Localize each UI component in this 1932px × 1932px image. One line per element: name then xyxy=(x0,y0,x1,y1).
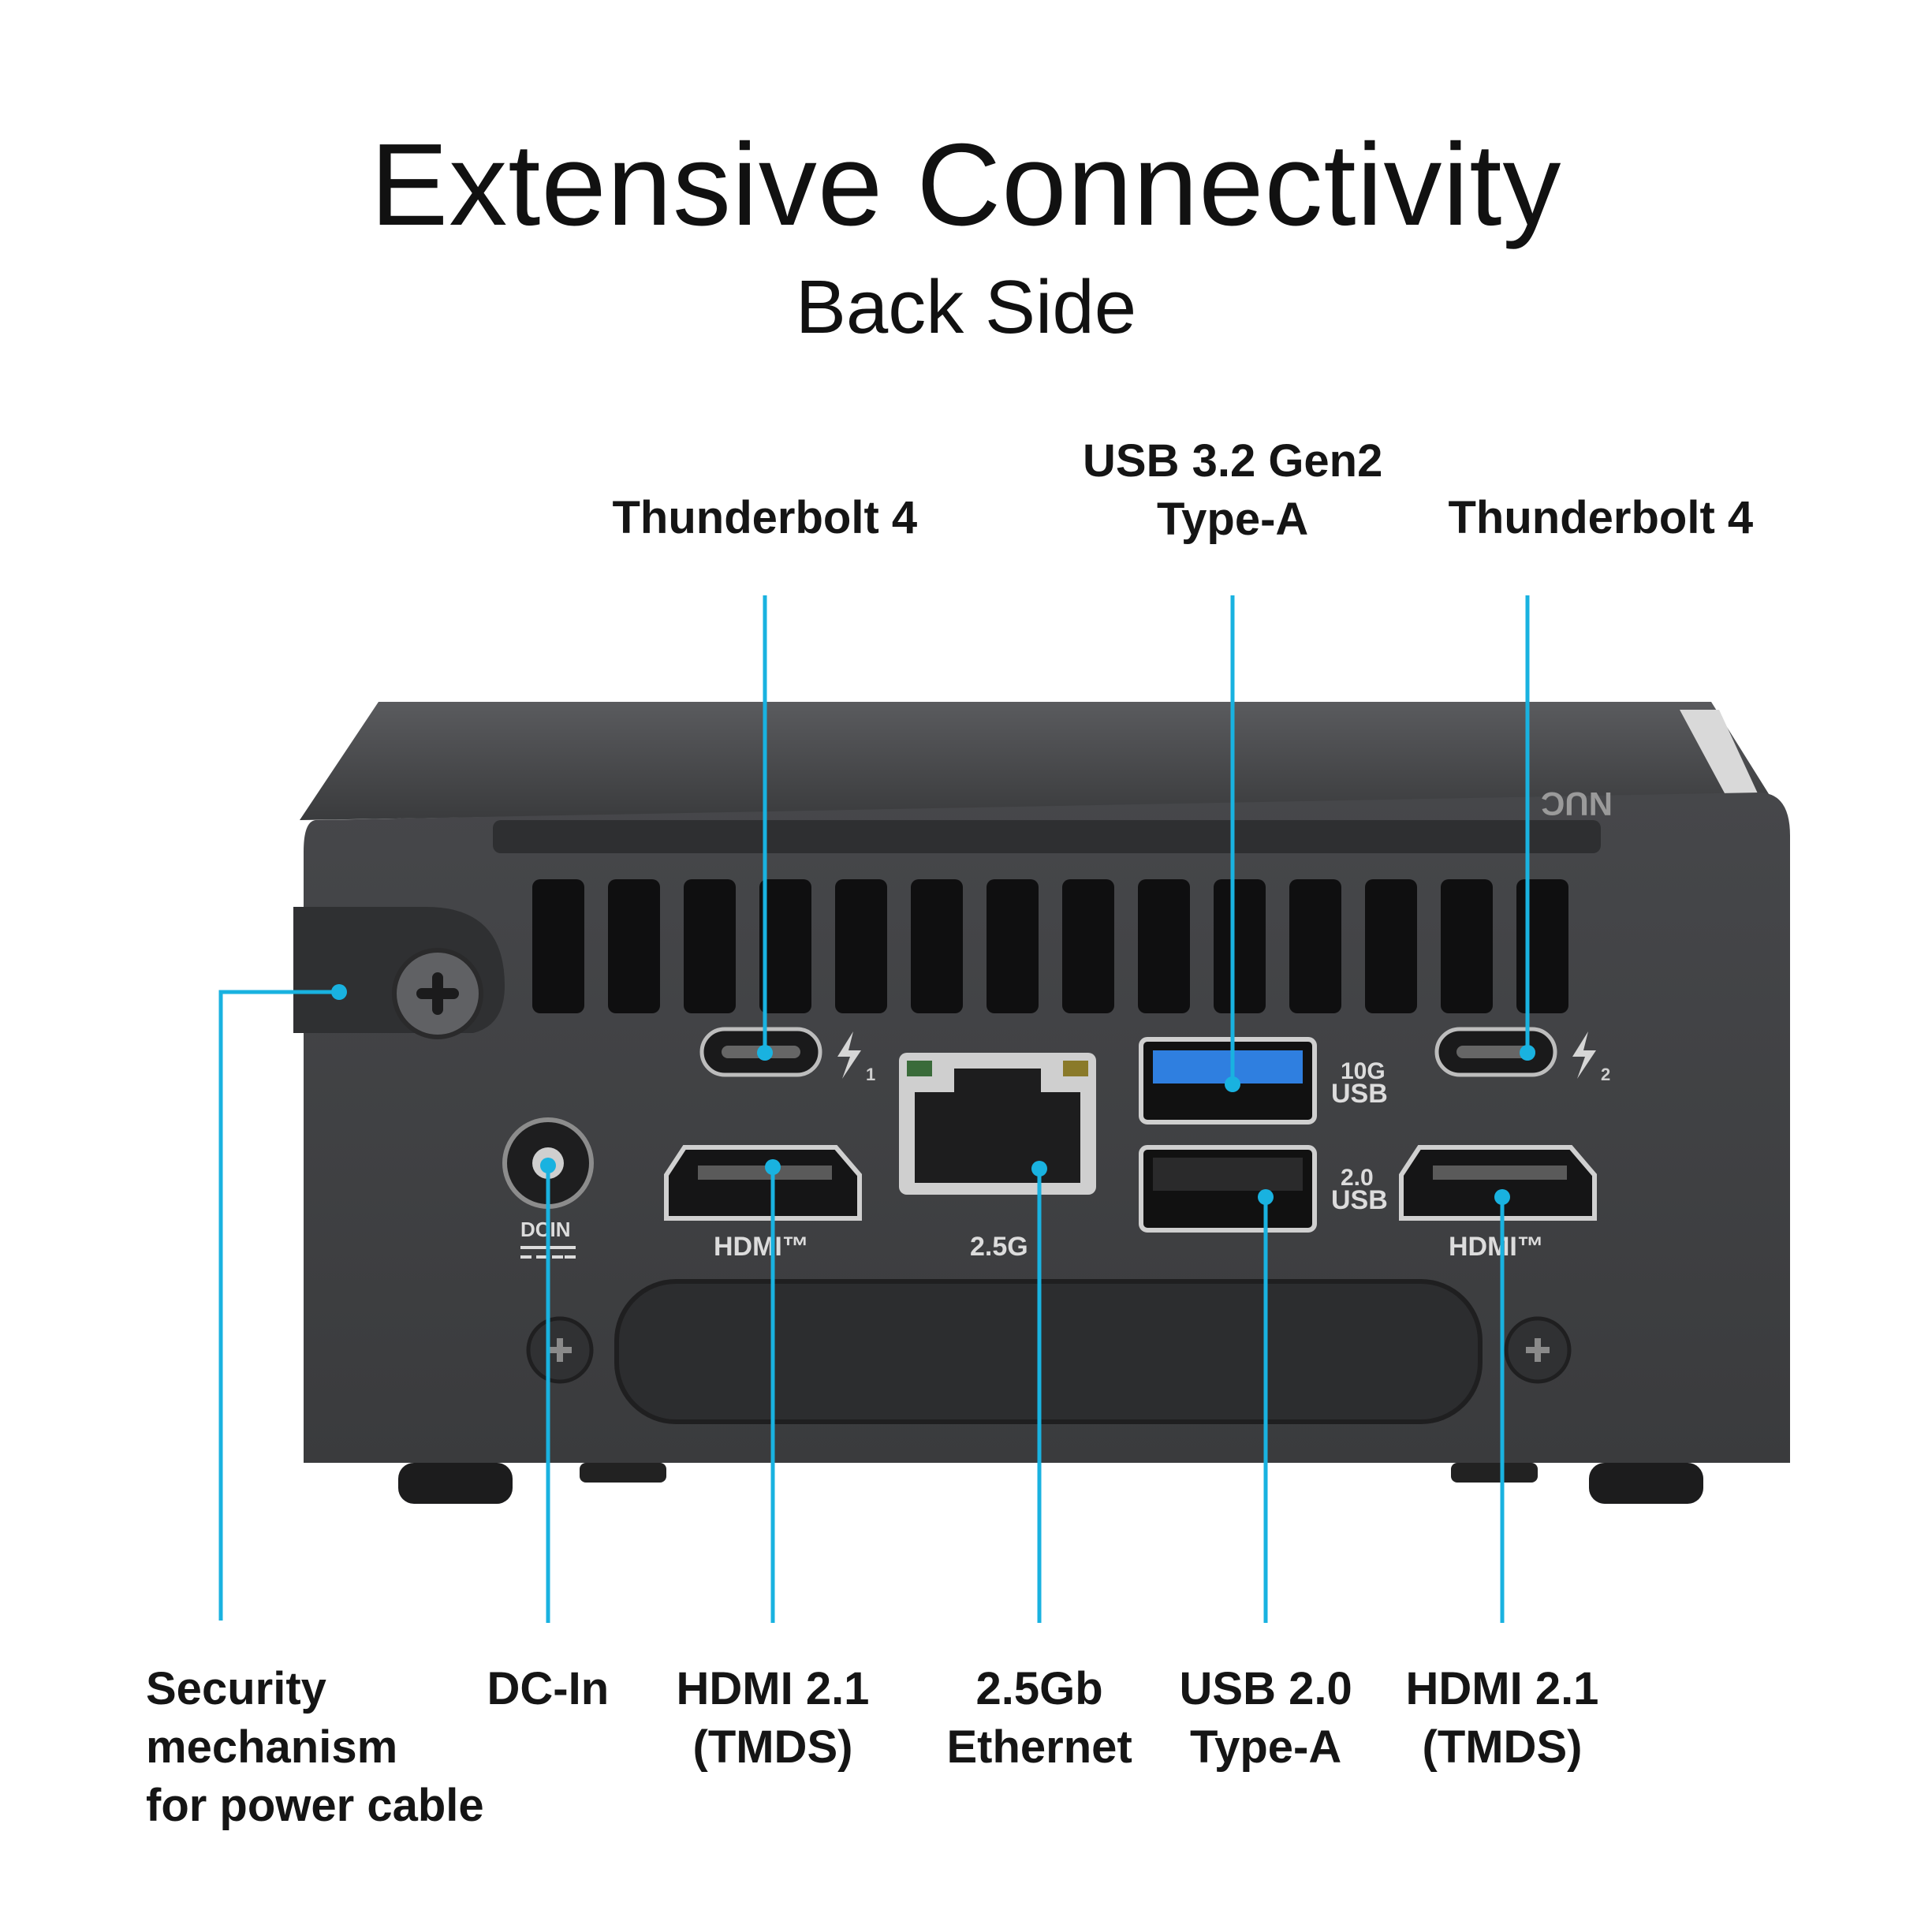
thunderbolt-number-left: 1 xyxy=(866,1065,875,1084)
callout-security xyxy=(218,990,339,1621)
label-ethernet: 2.5Gb Ethernet xyxy=(946,1663,1132,1773)
dc-in-marking: DCIN xyxy=(520,1218,571,1241)
hdmi-port-left xyxy=(664,1145,862,1221)
thunderbolt-icon xyxy=(837,1031,861,1079)
cover-panel xyxy=(614,1279,1483,1424)
page-title: Extensive Connectivity xyxy=(370,120,1562,250)
vent-slot xyxy=(1516,879,1568,1013)
vent-slot xyxy=(532,879,584,1013)
label-usb32-gen2: USB 3.2 Gen2 Type-A xyxy=(1083,435,1383,545)
vent-slot xyxy=(1138,879,1190,1013)
vent-slot xyxy=(1214,879,1266,1013)
ethernet-speed-marking: 2.5G xyxy=(970,1232,1028,1262)
label-usb20: USB 2.0 Type-A xyxy=(1179,1663,1352,1773)
hdmi-port-right xyxy=(1399,1145,1597,1221)
label-thunderbolt-left: Thunderbolt 4 xyxy=(612,492,918,543)
top-groove xyxy=(493,820,1601,853)
vent-slot xyxy=(684,879,736,1013)
foot-right xyxy=(1589,1463,1703,1504)
label-security-mechanism: Security mechanism for power cable xyxy=(146,1663,484,1831)
foot-mid-left xyxy=(580,1463,666,1483)
vent-slot xyxy=(1062,879,1114,1013)
vent-slot xyxy=(759,879,811,1013)
label-dc-in: DC-In xyxy=(487,1663,610,1714)
vent-slot xyxy=(835,879,887,1013)
device-top xyxy=(300,702,1770,820)
foot-mid-right xyxy=(1451,1463,1538,1483)
thunderbolt-icon xyxy=(1572,1031,1596,1079)
top-highlight xyxy=(1680,710,1766,812)
foot-left xyxy=(398,1463,513,1504)
callout-dots xyxy=(331,984,1535,1205)
label-hdmi-left: HDMI 2.1 (TMDS) xyxy=(676,1663,870,1773)
vent-slots xyxy=(532,879,1568,1013)
vent-slot xyxy=(911,879,963,1013)
vent-slot xyxy=(987,879,1039,1013)
label-thunderbolt-right: Thunderbolt 4 xyxy=(1448,492,1754,543)
hdmi-logo-left: HDMI™ xyxy=(714,1232,809,1262)
vent-slot xyxy=(1289,879,1341,1013)
vent-slot xyxy=(1441,879,1493,1013)
usb20-label: USB xyxy=(1331,1185,1388,1215)
thunderbolt-number-right: 2 xyxy=(1601,1065,1610,1084)
usb20-speed: 2.0 xyxy=(1341,1165,1374,1191)
label-hdmi-right: HDMI 2.1 (TMDS) xyxy=(1405,1663,1599,1773)
rj45-icon xyxy=(915,1092,1080,1183)
brand-logo: NUC xyxy=(1541,785,1613,822)
page-subtitle: Back Side xyxy=(795,265,1137,349)
usb32-label: USB xyxy=(1331,1079,1388,1109)
vent-slot xyxy=(1365,879,1417,1013)
usb32-speed: 10G xyxy=(1341,1058,1386,1084)
hdmi-logo-right: HDMI™ xyxy=(1449,1232,1544,1262)
callout-lines xyxy=(218,595,1530,1623)
vent-slot xyxy=(608,879,660,1013)
